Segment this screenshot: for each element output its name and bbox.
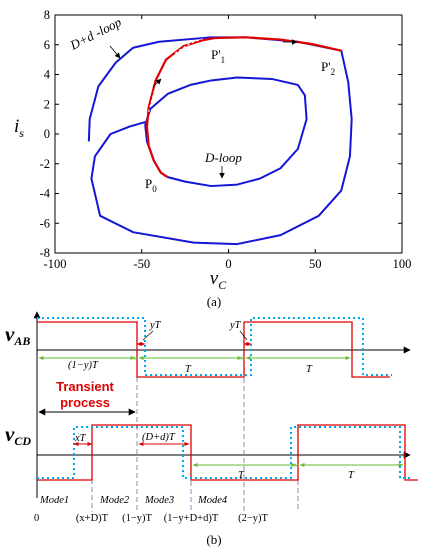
transient-label-line2: process [60, 395, 110, 410]
p1-label: P'1 [211, 47, 225, 65]
y-t-pointer-1 [142, 330, 154, 341]
y-tick-label: -4 [40, 187, 51, 201]
caption-b: (b) [206, 532, 221, 547]
t-label-cd-1: T [238, 470, 245, 481]
direction-arrow-left [152, 78, 162, 88]
y-tick-label: 0 [44, 127, 50, 141]
d-loop-curve [144, 76, 308, 188]
t-label-ab-1: T [185, 364, 192, 375]
dd-loop-pointer [109, 45, 121, 59]
y-t-label-2: yT [229, 320, 242, 331]
x-tick-label: -50 [133, 257, 150, 271]
p0-label: P0 [145, 176, 157, 194]
cross-mark-3: × [294, 461, 300, 472]
time-label-3: (1−y+D+d)T [164, 513, 219, 524]
t-label-cd-2: T [348, 470, 355, 481]
x-tick-label: 50 [309, 257, 322, 271]
v-cd-label: vCD [5, 422, 31, 448]
y-ticks: 8 6 4 2 0 -2 -4 -6 -8 [40, 8, 402, 260]
v-ab-label: vAB [5, 322, 30, 348]
x-ticks: -100 -50 0 50 100 [44, 15, 412, 271]
x-t-label: xT [74, 433, 87, 444]
transient-label-line1: Transient [56, 379, 114, 394]
p2-label: P'2 [321, 59, 335, 77]
mode-divider-lines [91, 345, 299, 512]
y-tick-label: -6 [40, 216, 50, 230]
y-t-label-1: yT [149, 320, 162, 331]
y-tick-label: 8 [44, 8, 50, 22]
plot-frame [54, 14, 403, 254]
mode3-label: Mode3 [144, 495, 174, 506]
d-loop-label: D-loop [204, 150, 242, 165]
x-axis-label: vC [210, 268, 227, 292]
time-label-0: 0 [34, 513, 39, 524]
y-tick-label: 6 [44, 38, 50, 52]
dotted-trajectory [148, 38, 203, 112]
cross-mark-2: × [240, 354, 246, 365]
mode4-label: Mode4 [197, 495, 228, 506]
mode2-label: Mode2 [99, 495, 130, 506]
v-cd-waveform [37, 424, 418, 481]
dd-loop-label: D+d -loop [67, 14, 124, 53]
x-tick-label: 0 [225, 257, 231, 271]
y-t-pointer-2 [239, 330, 248, 341]
y-tick-label: -8 [40, 246, 50, 260]
y-tick-label: 2 [44, 97, 50, 111]
transient-trajectory [145, 36, 342, 179]
phase-plane-chart: -100 -50 0 50 100 8 6 4 2 0 -2 -4 -6 -8 vC is D+d -l… [14, 8, 411, 309]
time-label-1: (x+D)T [76, 513, 109, 524]
one-minus-y-t-label: (1−y)T [68, 360, 99, 371]
dd-loop-curve [87, 36, 353, 246]
cross-mark-1: × [133, 354, 139, 365]
t-label-ab-2: T [306, 364, 313, 375]
y-tick-label: 4 [44, 68, 51, 82]
x-tick-label: 100 [393, 257, 412, 271]
switching-waveforms-diagram: (1−y)T T T × × yT yT Transient process x… [5, 311, 418, 547]
time-label-2: (1−y)T [122, 513, 152, 524]
x-tick-label: -100 [44, 257, 67, 271]
v-ab-waveform [37, 321, 390, 378]
curves [87, 36, 353, 246]
v-cd-dotted-waveform [37, 426, 410, 479]
y-tick-label: -2 [40, 157, 50, 171]
y-axis-label: is [14, 116, 24, 140]
time-label-4: (2−y)T [238, 513, 268, 524]
d-plus-d-label: (D+d)T [142, 432, 176, 443]
caption-a: (a) [207, 294, 221, 309]
mode1-label: Mode1 [39, 495, 69, 506]
